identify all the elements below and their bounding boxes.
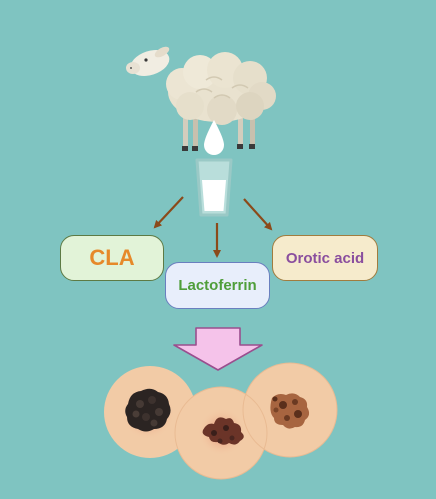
milk-drop-icon <box>204 120 224 155</box>
lactoferrin-label: Lactoferrin <box>178 277 257 294</box>
arrow-to-orotic-acid <box>243 198 273 231</box>
down-arrow-icon <box>173 327 263 371</box>
orotic-acid-box: Orotic acid <box>272 235 378 281</box>
milk-glass-icon <box>195 158 233 217</box>
arrow-to-cla <box>153 196 184 229</box>
cla-label: CLA <box>89 245 135 270</box>
orotic-acid-label: Orotic acid <box>285 249 365 267</box>
skin-lesion-icon <box>104 362 338 480</box>
lactoferrin-box: Lactoferrin <box>165 262 270 309</box>
sheep-icon <box>126 46 276 151</box>
cla-box: CLA <box>60 235 164 281</box>
